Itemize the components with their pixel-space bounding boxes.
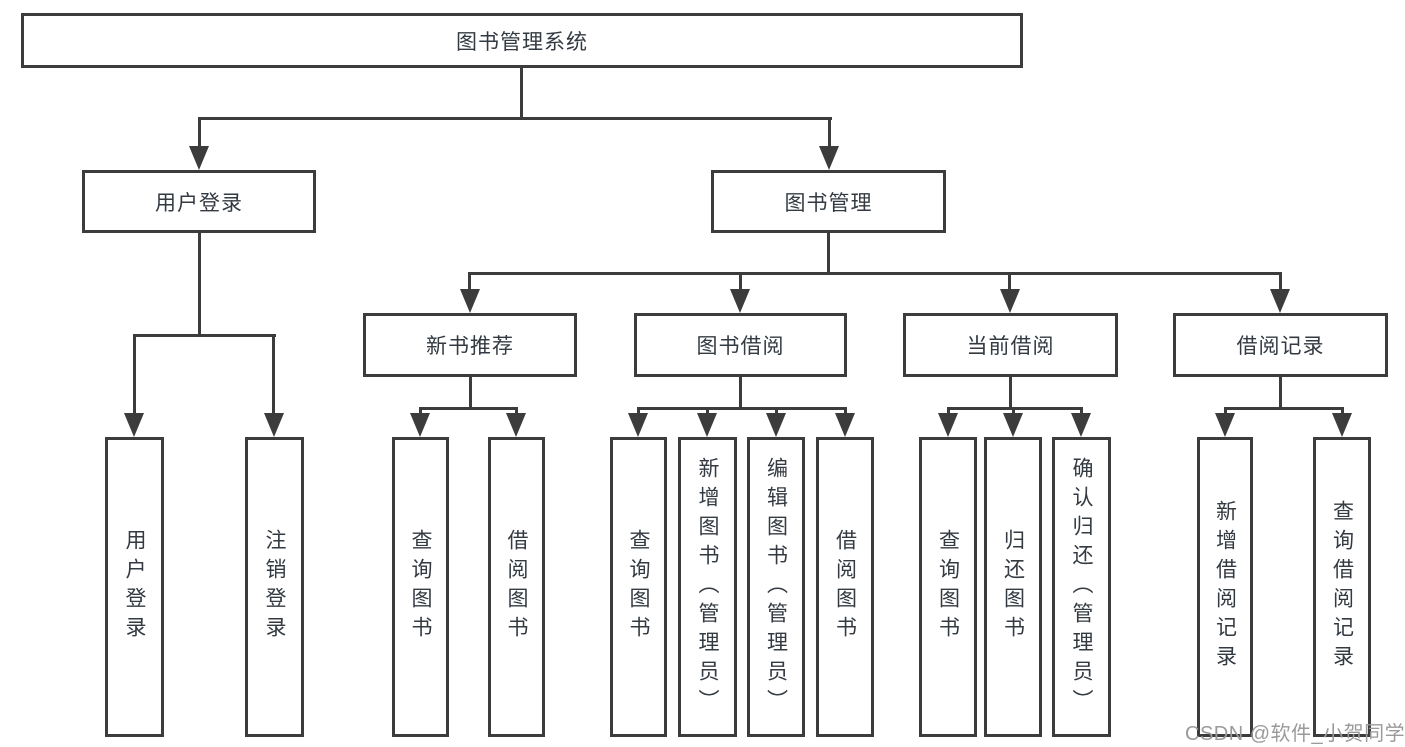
watermark: CSDN @软件_小贺同学 [1185,723,1405,745]
leaf-confirm-return-admin: 确认归还（管理员） [1052,437,1111,737]
connector-line [1279,377,1282,410]
connector-line [637,407,640,417]
leaf-borrow-books: 借阅图书 [816,437,874,737]
arrow-head [1270,289,1290,313]
connector-line [947,407,950,417]
arrow-head [189,146,209,170]
arrow-head [697,413,717,437]
node-borrowing-records: 借阅记录 [1173,313,1388,377]
connector-line [637,407,847,410]
node-book-management: 图书管理 [711,170,946,233]
arrow-head [410,413,430,437]
arrow-head [1071,413,1091,437]
arrow-head [124,413,144,437]
arrow-head [938,413,958,437]
leaf-query-borrow-record: 查询借阅记录 [1313,437,1371,737]
arrow-head [1000,289,1020,313]
leaf-query-books-recommend: 查询图书 [392,437,449,737]
connector-line [133,334,276,337]
connector-line [520,68,523,118]
arrow-head [766,413,786,437]
connector-line [198,233,201,337]
leaf-edit-book-admin: 编辑图书（管理员） [747,437,805,737]
leaf-logout: 注销登录 [245,437,304,737]
leaf-user-login: 用户登录 [105,437,164,737]
arrow-head [264,413,284,437]
connector-line [1009,377,1012,410]
leaf-query-books-borrowing: 查询图书 [610,437,667,737]
connector-line [706,407,709,417]
connector-line [272,334,275,416]
arrow-head [835,413,855,437]
connector-line [1224,407,1344,410]
leaf-borrow-books-recommend: 借阅图书 [488,437,545,737]
arrow-head [819,146,839,170]
leaf-query-books-current: 查询图书 [919,437,977,737]
arrow-head [628,413,648,437]
connector-line [828,117,831,150]
node-user-login: 用户登录 [82,170,316,233]
connector-line [739,377,742,410]
connector-line [468,272,1282,275]
connector-line [827,233,830,275]
leaf-add-borrow-record: 新增借阅记录 [1197,437,1253,737]
connector-line [739,272,742,292]
connector-line [1341,407,1344,417]
connector-line [775,407,778,417]
connector-line [1279,272,1282,292]
leaf-add-book-admin: 新增图书（管理员） [678,437,737,737]
node-library-management-system: 图书管理系统 [21,13,1023,68]
connector-line [947,407,1083,410]
connector-line [469,377,472,410]
connector-line [468,272,471,292]
node-book-borrowing: 图书借阅 [634,313,847,377]
connector-line [1080,407,1083,417]
node-new-book-recommendation: 新书推荐 [363,313,577,377]
connector-line [1008,272,1011,292]
connector-line [198,117,201,150]
connector-line [419,407,518,410]
connector-line [133,334,136,416]
arrow-head [1003,413,1023,437]
connector-line [515,407,518,417]
connector-line [1224,407,1227,417]
connector-line [1012,407,1015,417]
connector-line [198,117,832,120]
connector-line [844,407,847,417]
leaf-return-books: 归还图书 [984,437,1042,737]
connector-line [419,407,422,417]
arrow-head [1215,413,1235,437]
arrow-head [506,413,526,437]
node-current-borrowing: 当前借阅 [903,313,1118,377]
arrow-head [1332,413,1352,437]
arrow-head [460,289,480,313]
arrow-head [730,289,750,313]
